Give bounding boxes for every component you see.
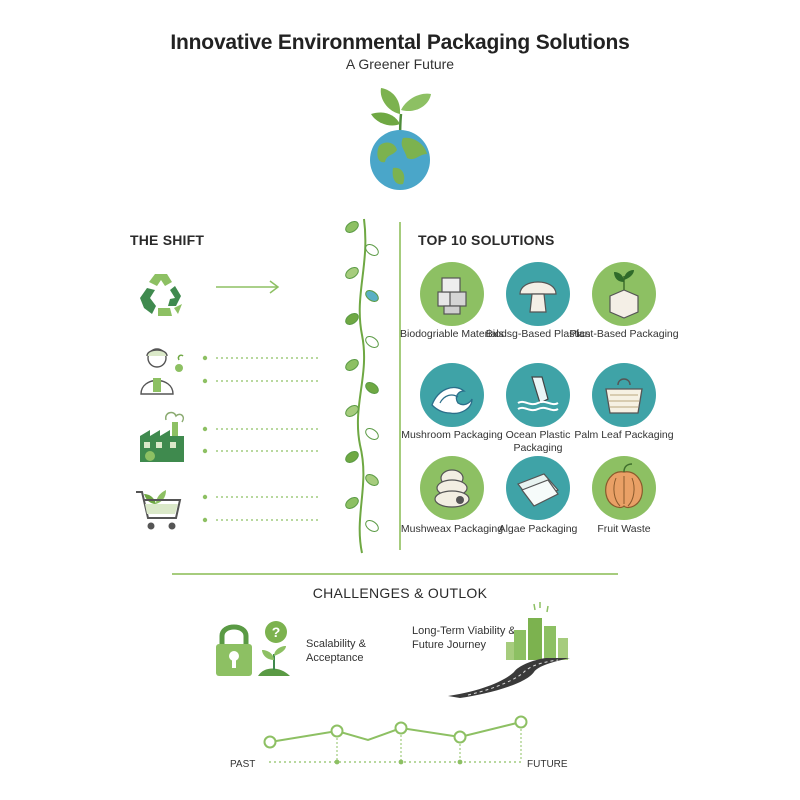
solution-label: Mushweax Packaging [400,523,504,535]
city-road-icon [448,600,576,700]
fruit-icon [592,456,656,520]
viability-text: Long-Term Viability & Future Journey [412,625,516,651]
page-subtitle: A Greener Future [345,56,455,72]
factory-icon [136,408,188,464]
basket-icon [592,363,656,427]
globe-sprout-icon [363,84,437,194]
shift-dotted-line [202,354,322,386]
solution-label: Ocean Plastic Packaging [505,429,571,454]
column-divider [399,222,401,550]
sheets-icon [506,456,570,520]
timeline-point [453,730,467,744]
shift-heading: THE SHIFT [130,232,205,248]
solution-label: Biodogriable Materials [400,328,504,340]
timeline-point [263,735,277,749]
shopping-cart-icon [134,486,186,532]
solutions-heading: TOP 10 SOLUTIONS [418,232,555,248]
solution-label: Algae Packaging [498,523,578,535]
lock-icon [214,620,254,678]
timeline-start-label: PAST [230,759,256,770]
timeline [255,712,545,768]
svg-text:?: ? [272,624,281,640]
stacked-boxes-icon [420,262,484,326]
worker-icon [135,346,187,396]
challenges-heading: CHALLENGES & OUTLOK [312,585,488,601]
solution-label: Plant-Based Packaging [569,328,679,340]
mushroom-icon [506,262,570,326]
vine-illustration [340,215,384,555]
timeline-end-label: FUTURE [527,759,568,770]
beehive-icon [420,456,484,520]
shift-dotted-line [202,493,322,525]
question-sprout-icon: ? [256,620,300,678]
scalability-text: Scalability & Acceptance [306,638,366,664]
solution-label: Palm Leaf Packaging [574,429,674,441]
shift-dotted-line [202,425,322,457]
shift-arrow [216,279,282,295]
timeline-point [514,715,528,729]
sprout-box-icon [592,262,656,326]
timeline-point [330,724,344,738]
solution-label: Fruit Waste [597,523,651,535]
solution-label: Biodsg-Based Plastics [485,328,591,340]
bottle-in-water-icon [506,363,570,427]
page-title: Innovative Environmental Packaging Solut… [170,31,630,54]
wave-icon [420,363,484,427]
recycle-icon [134,268,188,322]
timeline-point [394,721,408,735]
solution-label: Mushroom Packaging [401,429,503,441]
section-divider [172,573,618,575]
